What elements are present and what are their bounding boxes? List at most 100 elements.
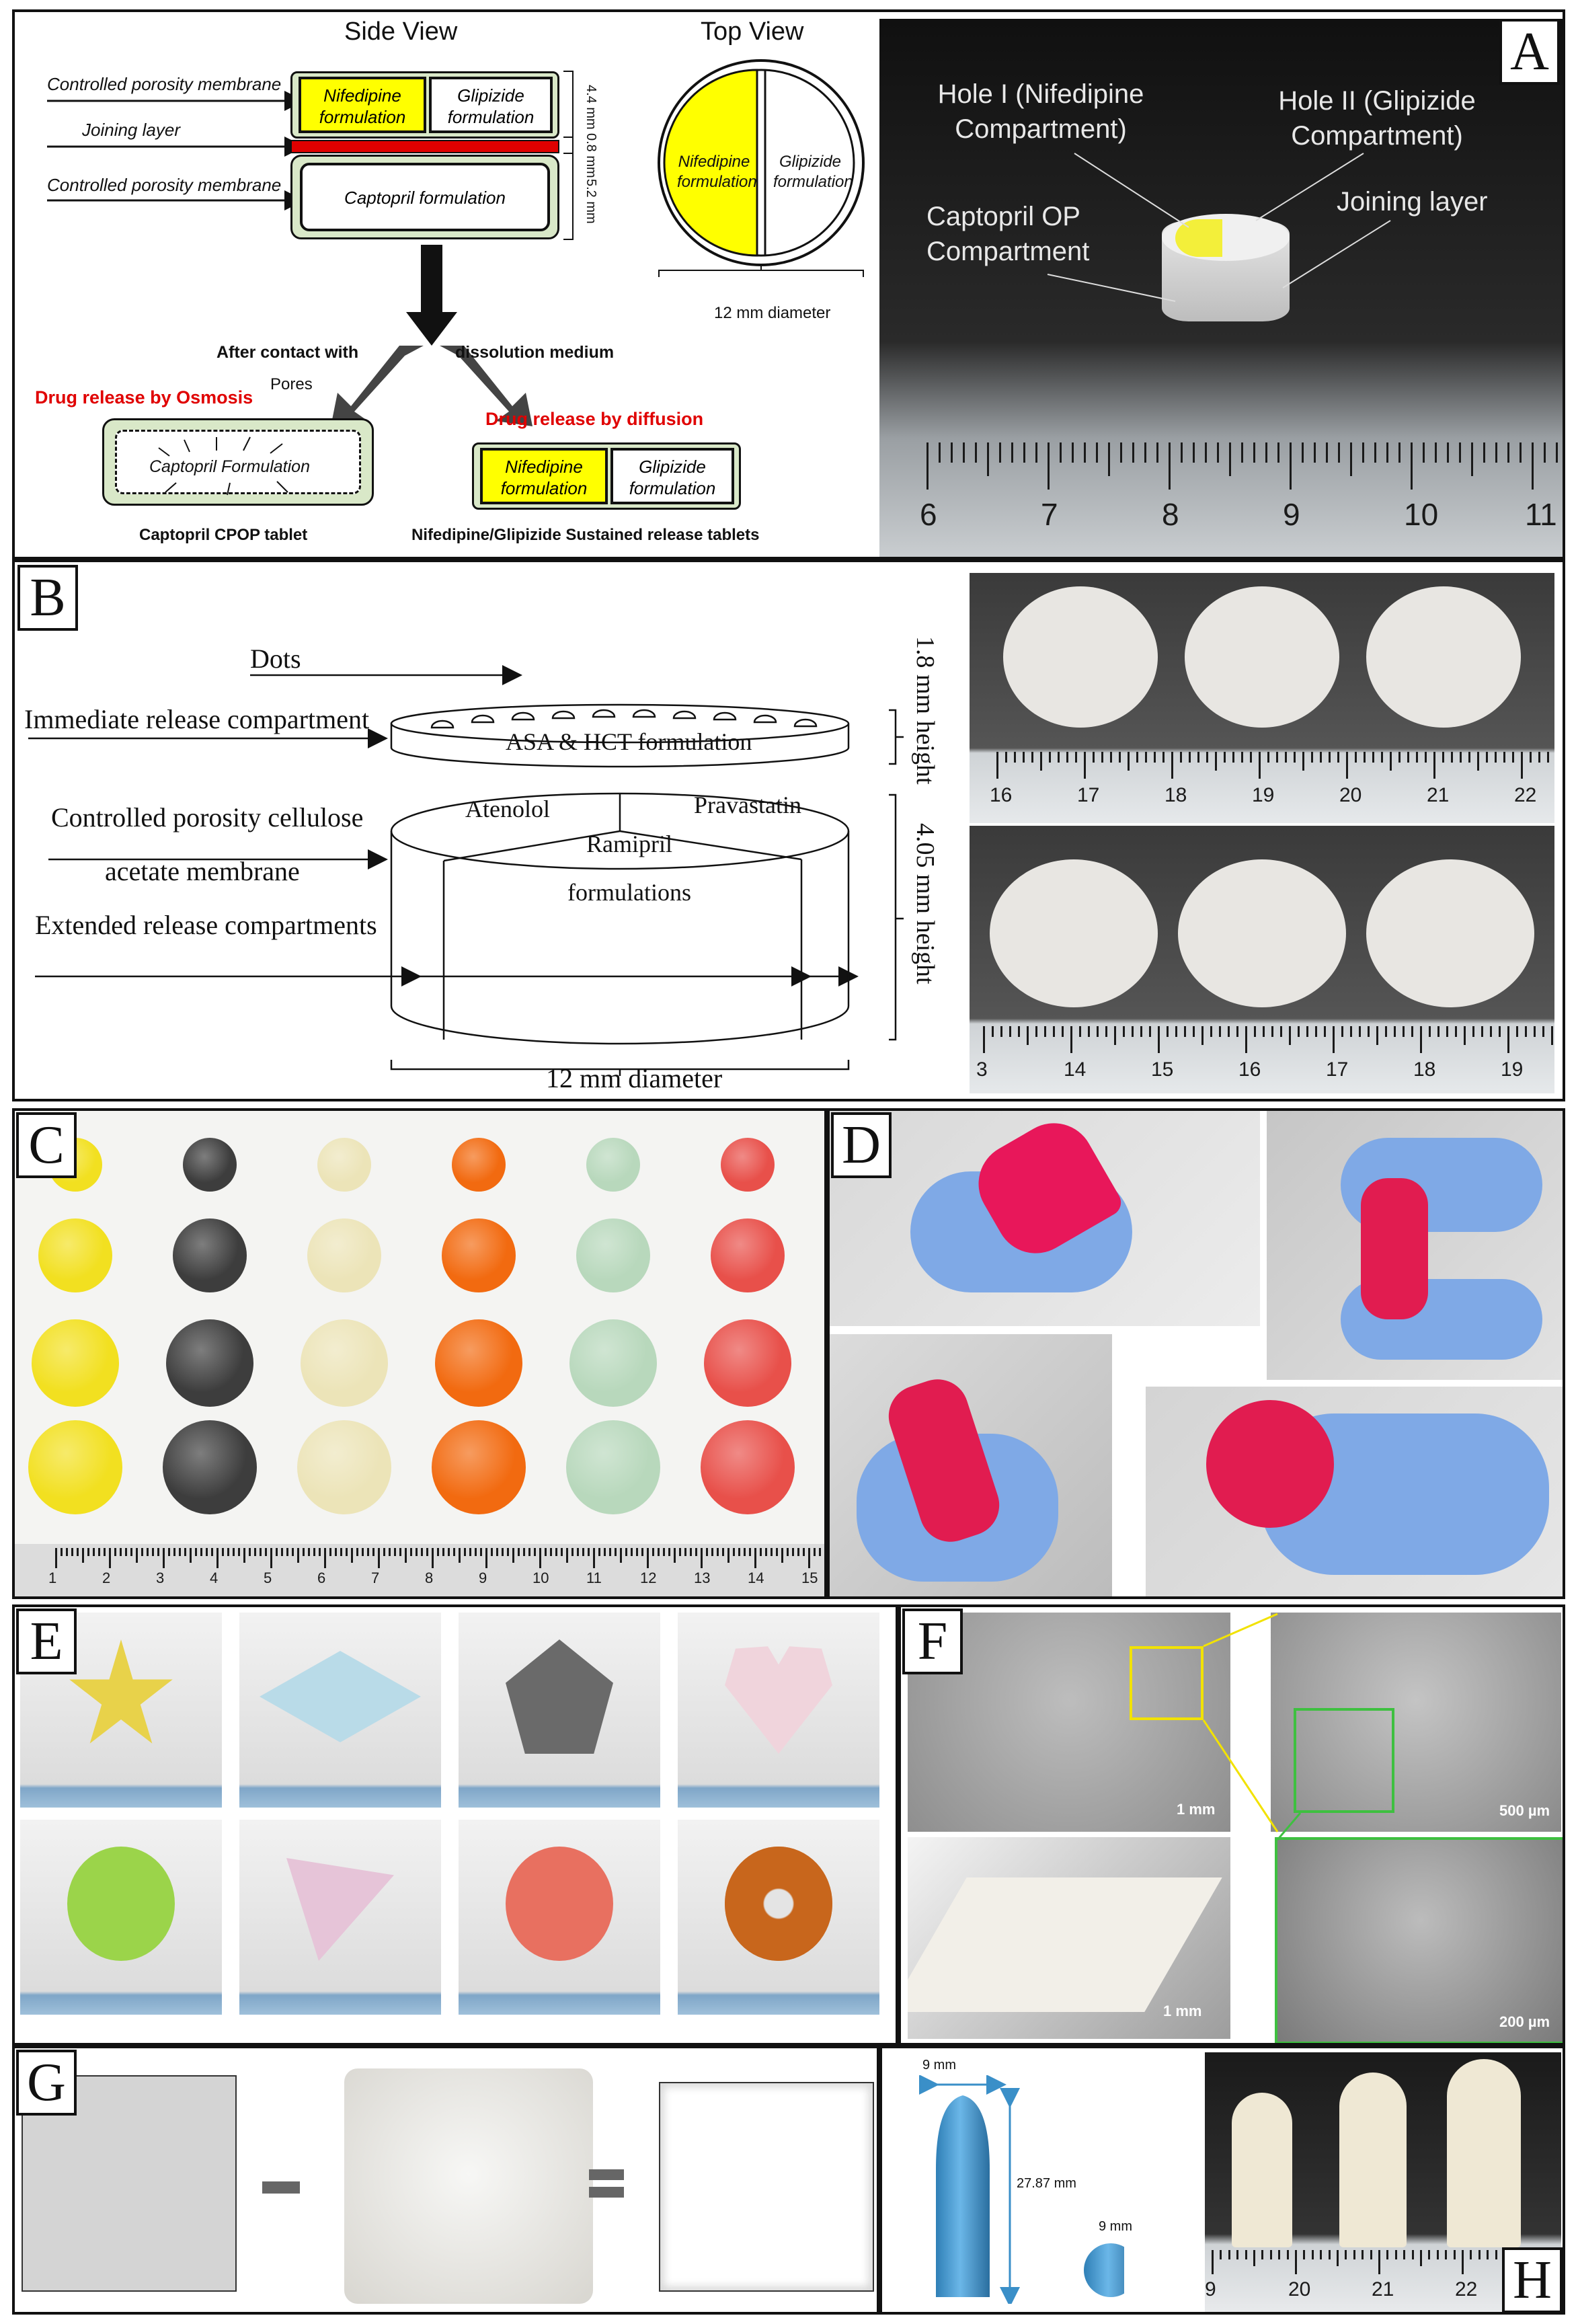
ruler-tick [1294,752,1296,763]
ruler-tick [1162,752,1165,763]
ruler-tick [658,1548,660,1556]
formulations-label: formulations [567,879,691,906]
ruler-tick [1346,752,1348,779]
ruler-tick [1407,752,1409,763]
ruler-tick [1302,752,1304,771]
ruler-tick [66,1548,68,1556]
printed-tablet [452,1138,506,1192]
ruler-tick [1154,752,1156,763]
ruler-tick [1136,752,1138,763]
top-nifedipine: Nifedipine formulation [677,152,757,192]
candy-tile [20,1820,222,2015]
ruler-tick [1298,1026,1300,1037]
top-view-title: Top View [701,17,804,46]
ruler-tick [987,442,989,476]
ruler-tick [1101,752,1103,763]
sr-nifedipine: Nifedipine formulation [480,448,608,504]
ruler-tick [1062,1026,1064,1037]
ruler-tick [1000,1026,1002,1037]
printed-tablet [435,1319,522,1407]
ruler-tick [367,1548,369,1556]
ruler-tick [1372,752,1374,763]
ruler-number: 10 [532,1570,549,1586]
ruler-tick [93,1548,95,1556]
tablet-b-3 [1366,586,1521,728]
membrane-label-2: acetate membrane [105,856,300,886]
ruler-tick [324,1548,326,1568]
ruler-tick [1245,2250,1247,2259]
ruler-tick [383,1548,385,1556]
ruler-tick [1306,1026,1308,1037]
h-width-side: 9 mm [1099,2219,1132,2234]
ruler-tick [1088,1026,1090,1037]
ruler-tick [292,1548,294,1556]
ruler-tick [1411,2250,1414,2259]
ruler-tick [1495,752,1497,763]
ruler-tick [120,1548,122,1556]
ruler-tick [394,1548,396,1556]
ruler-tick [1420,1026,1422,1053]
ruler-tick [983,1026,985,1053]
ruler-tick [1455,1026,1457,1037]
ruler-tick [1267,752,1269,763]
ruler-tick [706,1548,708,1556]
ruler-tick [1521,752,1523,779]
dim-5-2: 5.2 mm [584,179,598,224]
ruler-tick [625,1548,627,1556]
ruler-tick [281,1548,283,1556]
ruler-tick [378,1548,380,1568]
ruler-tick [1228,1026,1230,1037]
immediate-label: Immediate release compartment [24,704,370,734]
ruler-tick [1355,752,1357,763]
sem-zoom-1: 500 µm [1271,1613,1561,1832]
panel-a: Side View Top View Controlled porosity m… [12,9,1565,559]
ruler-tick [222,1548,224,1556]
ruler-tick [1483,442,1485,463]
ruler-number: 17 [1326,1058,1349,1081]
label-membrane-top: Controlled porosity membrane [47,74,282,94]
ruler-tick [1472,1026,1474,1037]
ruler-tick [1538,752,1540,763]
ruler-tick [1470,2250,1472,2259]
ruler-number: 3 [156,1570,165,1586]
panel-letter-a: A [1499,19,1560,85]
ruler-tick [1445,2250,1448,2259]
panel-h: 9 mm 27.87 mm 9 mm 920212223 H [879,2046,1565,2315]
ruler-tick [1302,442,1304,463]
ruler-tick [571,1548,574,1556]
ruler-tick [555,1548,557,1556]
ruler-tick [1403,1026,1405,1037]
ruler-tick [1368,1026,1370,1037]
ruler-tick [265,1548,267,1556]
ruler-tick [1464,1026,1466,1045]
ruler-tick [1403,2250,1406,2259]
ruler-tick [168,1548,170,1556]
ruler-number: 9 [1205,2278,1216,2300]
ruler-tick [1544,442,1546,463]
printed-tablet [711,1218,785,1292]
ruler-tick [1206,752,1208,763]
ruler-number: 4 [210,1570,219,1586]
candy-shape [725,1646,832,1754]
candy-shape [286,1858,394,1961]
ruler-tick [491,1548,493,1556]
ruler-tick [249,1548,251,1556]
ruler-tick [346,1548,348,1556]
ruler-tick [545,1548,547,1556]
ruler-number: 21 [1372,2278,1394,2300]
ruler-tick [1337,752,1339,763]
ruler-tick [1197,752,1199,763]
ruler-tick [1451,752,1453,763]
tablet-b-1 [1003,586,1158,728]
tablet-b-2 [1185,586,1339,728]
dissolution-text: dissolution medium [455,343,615,362]
ruler-tick [1144,442,1146,463]
g-minus-sign [262,2181,300,2194]
split-arrows [331,245,532,426]
ruler-tick [426,1548,428,1556]
ruler-tick [1215,752,1217,771]
ruler-tick [308,1548,310,1556]
h-length: 27.87 mm [1017,2176,1076,2191]
candy-tile [239,1613,441,1808]
